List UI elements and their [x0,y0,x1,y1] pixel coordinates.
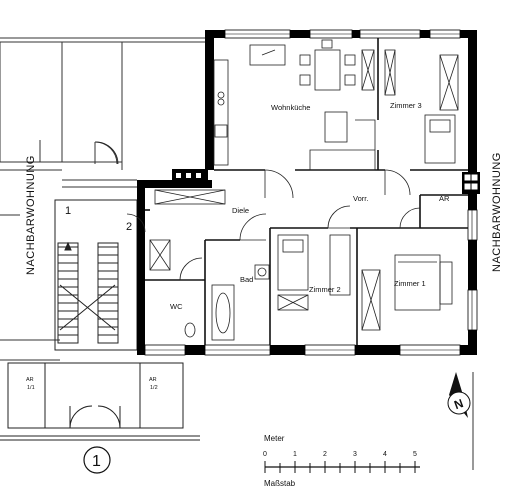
interior-walls [145,38,468,345]
structural-walls [137,30,480,355]
scale-tick-label: 5 [413,451,417,458]
scale-tick-label: 0 [263,451,267,458]
neighbor-label-left: NACHBARWOHNUNG [25,155,37,275]
stair-label-1: 1 [65,205,71,217]
windows [144,29,478,356]
storage-label-ar2: AR [149,377,157,383]
scale-tick-label: 2 [323,451,327,458]
scale-tick-label: 3 [353,451,357,458]
entrance-area [0,362,200,441]
room-label-zimmer1: Zimmer 1 [394,279,426,288]
stair-label-2: 2 [126,221,132,233]
room-label-wohnkueche: Wohnküche [271,103,310,112]
room-label-wc: WC [170,302,183,311]
doors [95,141,421,281]
neighbor-apartment-left [0,37,205,361]
north-arrow-icon [447,372,474,470]
scale-tick-label: 1 [293,451,297,458]
staircase [54,199,138,351]
room-label-zimmer3: Zimmer 3 [390,101,422,110]
storage-label-ar1-num: 1/1 [27,385,35,391]
furniture [149,39,459,341]
room-label-vorr: Vorr. [353,194,368,203]
room-label-ar: AR [439,194,450,203]
room-label-zimmer2: Zimmer 2 [309,285,341,294]
scale-tick-label: 4 [383,451,387,458]
scale-title: Meter [264,434,285,443]
neighbor-label-right: NACHBARWOHNUNG [491,152,503,272]
chimney [175,172,478,190]
scale-bar [264,461,420,473]
chimney-block [172,169,208,183]
storage-label-ar2-num: 1/2 [150,385,158,391]
storage-label-ar1: AR [26,377,34,383]
scale-unit-label: Maßstab [264,479,296,488]
room-label-bad: Bad [240,275,253,284]
entrance-marker-circle [83,446,111,474]
room-label-diele: Diele [232,206,249,215]
entrance-marker: 1 [92,453,101,470]
